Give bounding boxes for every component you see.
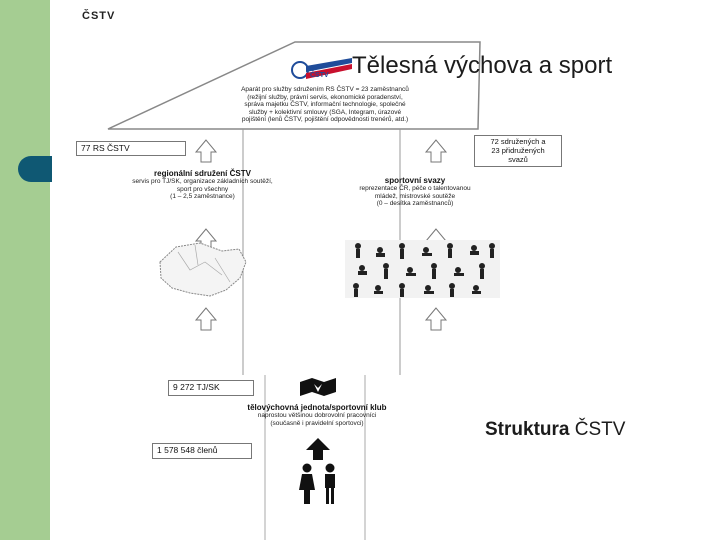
members-people-icon [299, 463, 335, 504]
roof-text-line: pojištění (lenů ČSTV, pojištění odpovědn… [241, 116, 409, 123]
regional-line: (1 – 2,5 zaměstnance) [170, 193, 235, 200]
roof-shape [107, 41, 481, 130]
regional-line: sport pro všechny [176, 185, 229, 193]
regional-title: regionální sdružení ČSTV [154, 169, 251, 178]
member-up-arrow-icon [306, 438, 330, 460]
club-emblem-icon [300, 378, 336, 396]
up-arrow-icon [194, 139, 218, 163]
slide-caption: Struktura ČSTV [485, 419, 625, 441]
federations-count-box: 72 sdružených a 23 přidružených svazů [474, 135, 562, 167]
logo-text: ČSTV [310, 72, 329, 79]
sport-federations-line: (0 – desítka zaměstnanců) [376, 200, 454, 207]
federations-count-line: 23 přidružených [491, 146, 545, 155]
roof-text-line: služby + kolektivní smlouvy (SGA, Integr… [248, 108, 402, 116]
roof-description: Aparát pro služby sdružením RS ČSTV = 23… [190, 86, 460, 124]
caption-bold: Struktura [485, 419, 570, 440]
czech-map-icon [159, 242, 247, 297]
regional-associations: regionální sdružení ČSTV servis pro TJ/S… [100, 169, 305, 201]
roof-text-line: (režijní služby, právní servis, ekonomic… [247, 93, 403, 101]
up-arrow-icon [424, 307, 448, 331]
regional-line: servis pro TJ/SK, organizace základních … [132, 178, 273, 185]
federations-count-line: svazů [508, 155, 528, 164]
bullet-marker [18, 156, 52, 182]
club-line: (současně i pravidelní sportovci) [270, 419, 364, 427]
caption-rest: ČSTV [569, 419, 626, 440]
sport-federations: sportovní svazy reprezentace ČR, péče o … [335, 176, 495, 208]
up-arrow-icon [194, 307, 218, 331]
up-arrow-icon [424, 139, 448, 163]
roof-text-line: Aparát pro služby sdružením RS ČSTV = 23… [241, 86, 409, 93]
clubs-count-box: 9 272 TJ/SK [168, 380, 254, 396]
diagram-header: ČSTV [82, 10, 116, 22]
club-line: naprostou většinou dobrovolní pracovníci [257, 412, 377, 419]
members-count-box: 1 578 548 členů [152, 443, 252, 459]
roof-text-line: správa majetku ČSTV, informační technolo… [244, 101, 406, 108]
sport-federations-title: sportovní svazy [384, 176, 446, 185]
rs-count-box: 77 RS ČSTV [76, 141, 186, 156]
slide-title: Tělesná výchova a sport [352, 52, 613, 79]
cstv-logo-icon [291, 58, 352, 79]
sport-federations-line: mládež, mistrovské soutěže [374, 192, 456, 200]
club-description: tělovýchovná jednota/sportovní klub napr… [212, 403, 422, 427]
sidebar-decoration [0, 0, 50, 540]
club-title: tělovýchovná jednota/sportovní klub [247, 403, 387, 412]
sport-silhouettes-icon [345, 240, 500, 298]
federations-count-line: 72 sdružených a [490, 137, 546, 146]
sport-federations-line: reprezentace ČR, péče o talentovanou [359, 185, 471, 192]
